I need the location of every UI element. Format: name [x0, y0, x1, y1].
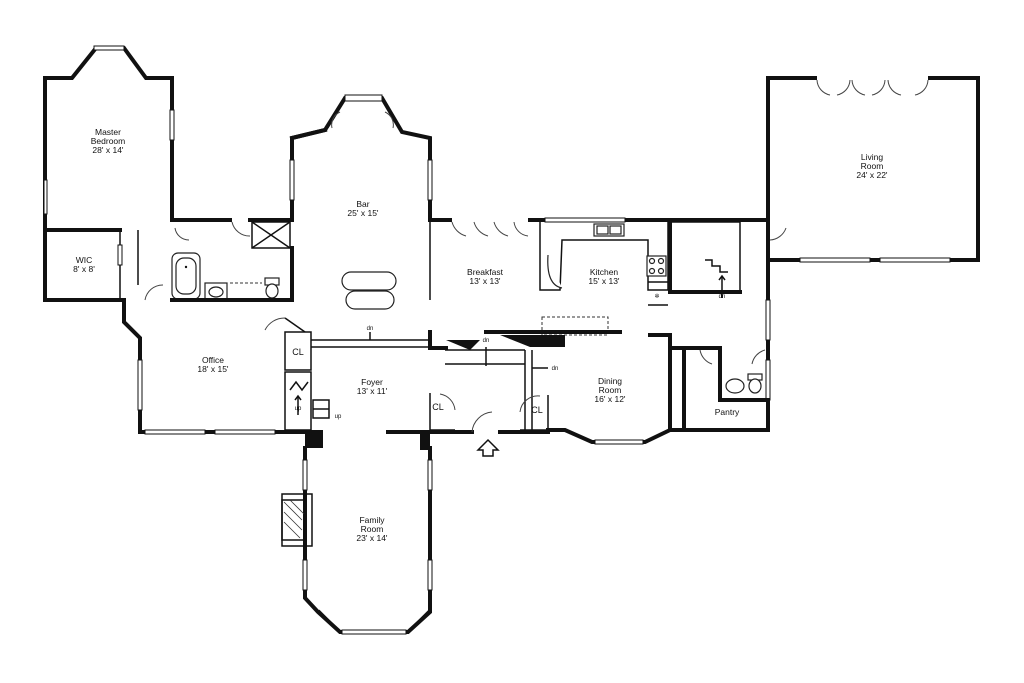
dining-room-walls [546, 333, 672, 445]
stair-up-label-1: up [295, 406, 302, 412]
office-walls: up up [137, 317, 342, 448]
room-label-family-room: Family Room 23' x 14' [356, 515, 388, 543]
breakfast-name: Breakfast [467, 267, 504, 277]
kitchen-name: Kitchen [590, 267, 619, 277]
dining-room-name-2: Room [599, 385, 622, 395]
closet-label-office: CL [292, 347, 304, 357]
dining-room-dims: 16' x 12' [594, 394, 626, 404]
family-room-name-2: Room [361, 524, 384, 534]
family-room-dims: 23' x 14' [356, 533, 388, 543]
closet-label-foyer-right: CL [531, 405, 543, 415]
stair-up-label-2: up [335, 414, 342, 420]
room-label-bar: Bar 25' x 15' [347, 199, 379, 218]
pantry-name: Pantry [715, 407, 740, 417]
dining-room-name-1: Dining [598, 376, 622, 386]
room-label-living-room: Living Room 24' x 22' [856, 152, 888, 180]
room-label-wic: WIC 8' x 8' [73, 255, 95, 274]
wic-name: WIC [76, 255, 93, 265]
stair-down-label-3: dn [483, 338, 490, 344]
living-room-name-1: Living [861, 152, 883, 162]
master-bedroom-walls [43, 45, 175, 434]
master-bedroom-name-2: Bedroom [91, 136, 126, 146]
bar-walls [289, 94, 433, 310]
room-label-dining-room: Dining Room 16' x 12' [594, 376, 626, 404]
bar-name: Bar [356, 199, 369, 209]
room-label-foyer: Foyer 13' x 11' [357, 377, 388, 396]
office-name: Office [202, 355, 224, 365]
stair-down-label: dn [719, 294, 726, 300]
room-label-office: Office 18' x 15' [197, 355, 229, 374]
stair-down-label-4: dn [552, 366, 559, 372]
office-dims: 18' x 15' [197, 364, 229, 374]
room-label-pantry: Pantry [715, 407, 740, 417]
closet-label-foyer-left: CL [432, 402, 444, 412]
family-room-walls [281, 446, 433, 635]
stair-down-label-2: dn [367, 326, 374, 332]
kitchen-walls: ✲ dn [428, 217, 770, 336]
master-bedroom-dims: 28' x 14' [92, 145, 124, 155]
bar-dims: 25' x 15' [347, 208, 379, 218]
foyer-name: Foyer [361, 377, 383, 387]
wic-dims: 8' x 8' [73, 264, 95, 274]
master-bedroom-name-1: Master [95, 127, 121, 137]
living-room-dims: 24' x 22' [856, 170, 888, 180]
room-label-kitchen: Kitchen 15' x 13' [588, 267, 620, 286]
room-label-breakfast: Breakfast 13' x 13' [467, 267, 504, 286]
svg-text:✲: ✲ [654, 293, 659, 300]
breakfast-dims: 13' x 13' [469, 276, 501, 286]
kitchen-dims: 15' x 13' [588, 276, 620, 286]
pantry-walls [668, 346, 770, 432]
living-room-walls [765, 76, 980, 432]
living-room-name-2: Room [861, 161, 884, 171]
family-room-name-1: Family [359, 515, 385, 525]
bath-area [170, 127, 328, 302]
room-label-master-bedroom: Master Bedroom 28' x 14' [91, 127, 126, 155]
foyer-dims: 13' x 11' [357, 386, 388, 396]
